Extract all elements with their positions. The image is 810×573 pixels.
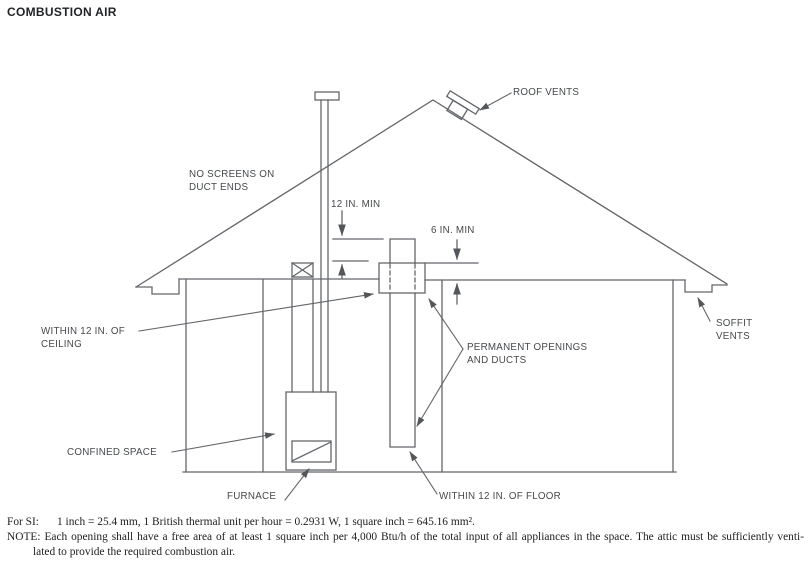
leader-soffit-vents bbox=[697, 297, 711, 322]
vertical-duct bbox=[389, 292, 416, 448]
label-soffit-vents: SOFFIT VENTS bbox=[716, 318, 753, 342]
note-text-line1: NOTE: Each opening shall have a free are… bbox=[7, 531, 804, 543]
leader-within-floor bbox=[409, 451, 438, 495]
left-eave-soffit bbox=[135, 278, 180, 295]
note-text-line2: lated to provide the required combustion… bbox=[33, 546, 236, 558]
walls bbox=[185, 278, 674, 473]
page-title: COMBUSTION AIR bbox=[7, 5, 117, 19]
roof-vent bbox=[445, 89, 481, 121]
leader-roof-vents bbox=[479, 92, 512, 111]
dimension-6-in-min bbox=[424, 239, 479, 305]
leader-permanent-lower bbox=[416, 348, 464, 427]
si-conversion-label: For SI: bbox=[7, 516, 39, 528]
furnace-box bbox=[285, 391, 337, 471]
ceiling-line bbox=[178, 278, 686, 281]
label-dim-6-min: 6 IN. MIN bbox=[431, 225, 475, 236]
label-confined-space: CONFINED SPACE bbox=[67, 447, 157, 458]
ceiling-sleeve bbox=[378, 262, 426, 294]
roof-outline bbox=[135, 99, 728, 288]
dimension-12-in-min bbox=[332, 210, 384, 279]
label-permanent-openings: PERMANENT OPENINGS AND DUCTS bbox=[467, 342, 588, 366]
ceiling-register-duct bbox=[291, 262, 314, 393]
label-roof-vents: ROOF VENTS bbox=[513, 87, 580, 98]
label-furnace: FURNACE bbox=[227, 491, 277, 502]
leader-within-ceiling bbox=[138, 292, 374, 332]
leader-permanent-upper bbox=[428, 298, 464, 350]
label-within-floor: WITHIN 12 IN. OF FLOOR bbox=[439, 491, 561, 502]
right-eave-soffit bbox=[684, 279, 728, 293]
leader-confined-space bbox=[171, 432, 275, 453]
label-dim-12-min: 12 IN. MIN bbox=[331, 199, 381, 210]
leader-arrows bbox=[138, 92, 711, 501]
label-within-ceiling: WITHIN 12 IN. OF CEILING bbox=[41, 326, 126, 350]
label-no-screens: NO SCREENS ON DUCT ENDS bbox=[189, 169, 275, 193]
leader-furnace bbox=[284, 468, 310, 501]
si-conversion-text: 1 inch = 25.4 mm, 1 British thermal unit… bbox=[57, 516, 475, 528]
attic-duct-stub bbox=[389, 238, 416, 264]
chimney-flue bbox=[314, 91, 340, 393]
